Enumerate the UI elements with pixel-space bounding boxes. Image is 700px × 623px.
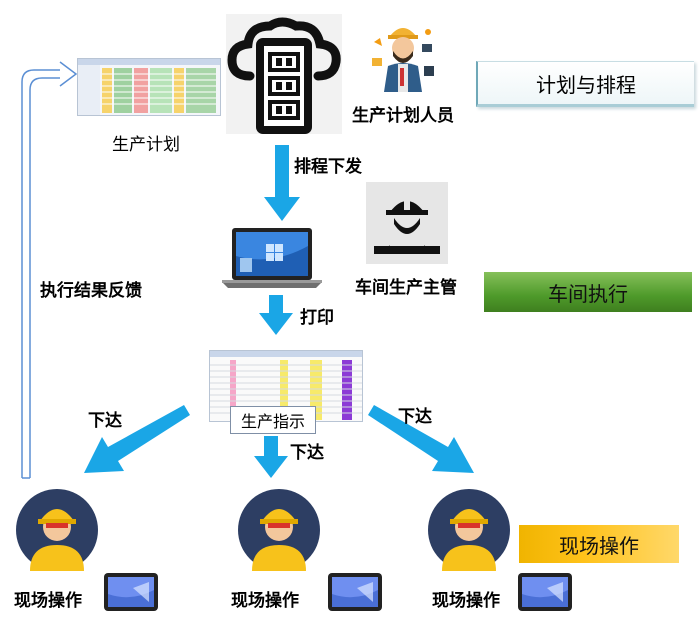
banner-plan-schedule: 计划与排程 — [476, 61, 694, 107]
arrow-down-schedule — [264, 145, 300, 221]
worker-icon-left — [16, 489, 98, 571]
tablet-icon-right — [518, 573, 572, 611]
dispatch-label-left: 下达 — [88, 411, 122, 431]
schedule-dispatch-label: 排程下发 — [294, 157, 362, 177]
arrow-down-print — [259, 295, 293, 335]
banner-site-operation: 现场操作 — [519, 525, 679, 563]
cloud-server-icon — [226, 14, 342, 134]
production-plan-label: 生产计划 — [112, 135, 180, 155]
planner-label: 生产计划人员 — [352, 106, 454, 126]
planner-person-icon — [370, 18, 436, 92]
tablet-icon-left — [104, 573, 158, 611]
print-label: 打印 — [300, 308, 334, 328]
production-instruction-label: 生产指示 — [230, 406, 316, 434]
shop-manager-icon — [366, 182, 448, 264]
arrow-dispatch-mid — [254, 436, 288, 478]
banner-shop-execution: 车间执行 — [484, 272, 692, 312]
dispatch-label-right: 下达 — [398, 407, 432, 427]
dispatch-label-mid: 下达 — [290, 443, 324, 463]
worker-icon-right — [428, 489, 510, 571]
shop-manager-label: 车间生产主管 — [355, 278, 457, 298]
worker-icon-mid — [238, 489, 320, 571]
arrow-dispatch-left — [84, 405, 190, 473]
worker-label-mid: 现场操作 — [231, 591, 299, 611]
arrow-dispatch-right — [368, 405, 474, 473]
feedback-label: 执行结果反馈 — [40, 281, 142, 301]
laptop-icon — [222, 226, 322, 290]
worker-label-left: 现场操作 — [14, 591, 82, 611]
production-plan-screenshot — [77, 58, 221, 116]
worker-label-right: 现场操作 — [432, 591, 500, 611]
tablet-icon-mid — [328, 573, 382, 611]
